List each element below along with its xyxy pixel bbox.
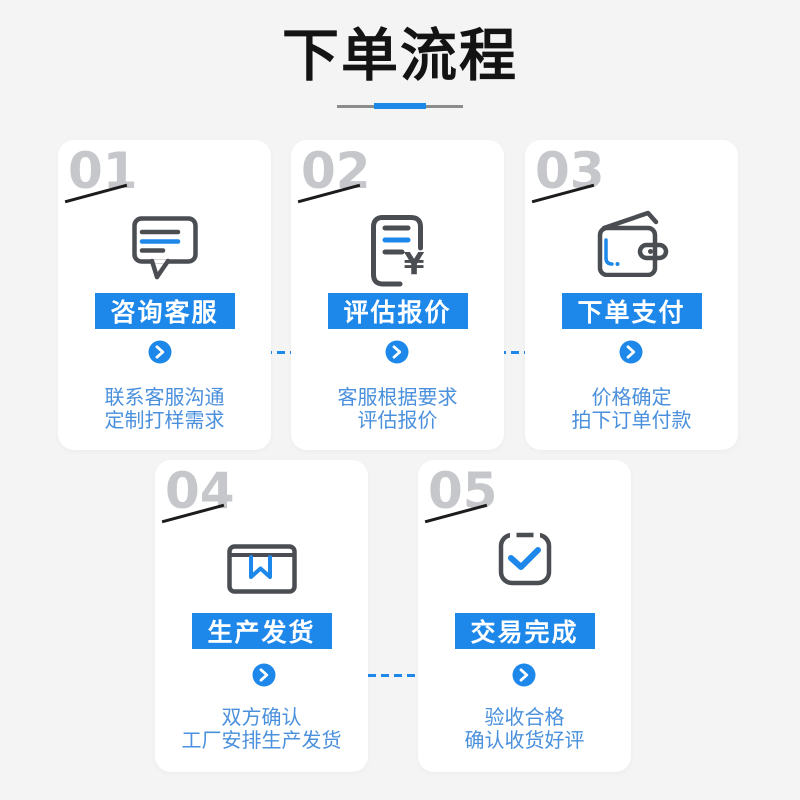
step-label-badge: 咨询客服 (94, 293, 235, 329)
step-card-3: 03 下单支付 价格确定 拍下订单付款 (525, 140, 738, 450)
title-underline (337, 102, 463, 110)
step-number: 04 (165, 462, 235, 520)
step-number: 03 (535, 142, 605, 200)
flow-dashed-line-row2 (264, 674, 530, 677)
step-card-1: 01 咨询客服 联系客服沟通 定制打样需求 (58, 140, 271, 450)
step-number: 01 (68, 142, 138, 200)
step-description: 双方确认 工厂安排生产发货 (181, 705, 342, 752)
quote-document-icon: ¥ (291, 214, 504, 288)
svg-text:¥: ¥ (403, 247, 424, 282)
next-step-arrow-icon (512, 663, 536, 687)
step-label-badge: 下单支付 (561, 293, 702, 329)
step-description: 验收合格 确认收货好评 (464, 705, 585, 752)
step-number: 05 (428, 462, 498, 520)
step-description: 客服根据要求 评估报价 (337, 385, 458, 432)
step-number: 02 (301, 142, 371, 200)
step-label-badge: 生产发货 (191, 613, 332, 649)
title-underline-accent (374, 103, 426, 109)
step-label-badge: 交易完成 (454, 613, 595, 649)
step-description: 联系客服沟通 定制打样需求 (104, 385, 225, 432)
wallet-icon (525, 209, 738, 277)
package-icon (155, 544, 368, 594)
step-card-2: 02 ¥ 评估报价 客服根据要求 评估报价 (291, 140, 504, 450)
step-description: 价格确定 拍下订单付款 (571, 385, 692, 432)
next-step-arrow-icon (252, 663, 276, 687)
checkbox-icon (418, 531, 631, 587)
next-step-arrow-icon (385, 340, 409, 364)
page-title: 下单流程 (282, 23, 518, 89)
next-step-arrow-icon (619, 340, 643, 364)
next-step-arrow-icon (148, 340, 172, 364)
step-card-4: 04 生产发货 双方确认 工厂安排生产发货 (155, 460, 368, 772)
step-card-5: 05 交易完成 验收合格 确认收货好评 (418, 460, 631, 772)
chat-bubble-icon (58, 216, 271, 282)
step-label-badge: 评估报价 (327, 293, 468, 329)
